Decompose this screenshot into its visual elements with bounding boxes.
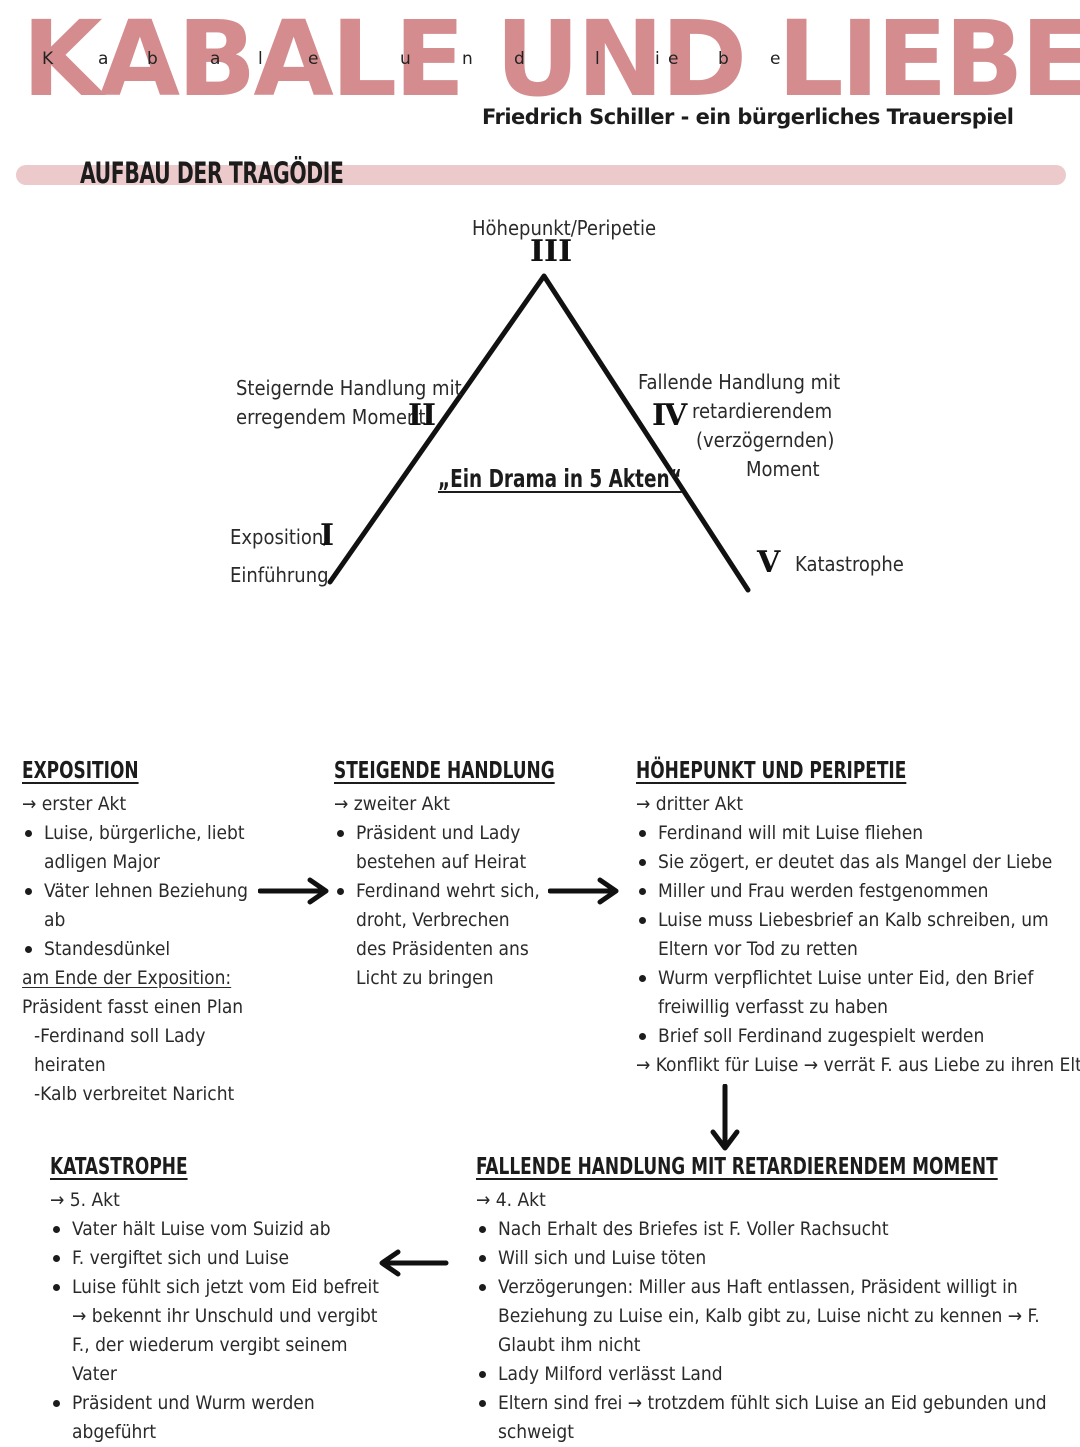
list-item: Nach Erhalt des Briefes ist F. Voller Ra… [476,1215,1066,1244]
spelled-letter: b [147,49,158,69]
catastrophe-act: → 5. Akt [50,1189,120,1211]
arrow-down-icon [710,1084,740,1151]
roman-numeral-5: V [757,545,781,580]
diagram-center-title: „Ein Drama in 5 Akten“ [438,464,682,493]
act2-label-line1: Steigernde Handlung mit [236,376,462,400]
spelled-letter: e [308,49,319,69]
exposition-sub-item: -Kalb verbreitet Naricht [34,1083,235,1105]
spelled-letter: K [42,49,54,69]
arrow-left-icon [379,1249,449,1277]
exposition-sub-item: -Ferdinand soll Lady heiraten [34,1025,206,1076]
arrow-right-icon [258,877,329,905]
list-item: Lady Milford verlässt Land [476,1360,1066,1389]
pyramid-line [327,273,751,593]
list-item: Brief soll Ferdinand zugespielt werden [636,1022,1064,1051]
spelled-letter: i [655,49,660,69]
list-item: Luise, bürgerliche, liebt adligen Major [22,819,272,877]
act4-label-line4: Moment [746,457,820,481]
exposition-plan: Präsident fasst einen Plan [22,996,244,1018]
list-item: Miller und Frau werden festgenommen [636,877,1064,906]
catastrophe-heading: KATASTROPHE [50,1154,188,1180]
act4-label-line2: retardierendem [692,399,833,423]
spelled-letter: d [514,49,525,69]
spelled-letter: e [668,49,679,69]
section-bar [16,165,1066,185]
spelled-letter: e [770,49,781,69]
exposition-block: EXPOSITION → erster Akt Luise, bürgerlic… [22,758,272,1109]
list-item: Eltern sind frei → trotzdem fühlt sich L… [476,1389,1066,1447]
page-title: KABALE UND LIEBE [22,0,1080,120]
act2-label-line2: erregendem Moment [236,405,426,429]
rising-action-heading: STEIGENDE HANDLUNG [334,758,555,784]
spelled-letter: b [718,49,729,69]
act4-label-line1: Fallende Handlung mit [638,370,841,394]
list-item: Will sich und Luise töten [476,1244,1066,1273]
list-item: Luise muss Liebesbrief an Kalb schreiben… [636,906,1064,964]
list-item: Standesdünkel [22,935,272,964]
list-item: Präsident und Wurm werden abgeführt [50,1389,380,1447]
climax-heading: HÖHEPUNKT UND PERIPETIE [636,758,907,784]
spelled-letter: l [258,49,263,69]
rising-action-act: → zweiter Akt [334,793,450,815]
roman-numeral-1: I [320,518,335,553]
arrow-right-icon [548,877,619,905]
list-item: Ferdinand wehrt sich, droht, Verbrechen … [334,877,544,993]
spelled-letter: a [210,49,221,69]
list-item: Ferdinand will mit Luise fliehen [636,819,1064,848]
falling-action-act: → 4. Akt [476,1189,546,1211]
falling-action-heading: FALLENDE HANDLUNG MIT RETARDIERENDEM MOM… [476,1154,998,1180]
climax-act: → dritter Akt [636,793,744,815]
pyramid-diagram [327,273,751,593]
exposition-act: → erster Akt [22,793,127,815]
section-title: AUFBAU DER TRAGÖDIE [80,156,344,190]
list-item: Wurm verpflichtet Luise unter Eid, den B… [636,964,1064,1022]
roman-numeral-4: IV [652,398,687,433]
spelled-letter: u [400,49,411,69]
list-item: Sie zögert, er deutet das als Mangel der… [636,848,1064,877]
list-item: Luise fühlt sich jetzt vom Eid befreit →… [50,1273,380,1389]
peak-label: Höhepunkt/Peripetie [472,216,657,240]
list-item: F. vergiftet sich und Luise [50,1244,380,1273]
exposition-end-label: am Ende der Exposition: [22,967,232,989]
roman-numeral-2: II [408,398,437,433]
rising-action-block: STEIGENDE HANDLUNG → zweiter Akt Präside… [334,758,555,993]
spelled-letter: a [98,49,109,69]
falling-action-block: FALLENDE HANDLUNG MIT RETARDIERENDEM MOM… [476,1154,1066,1447]
subtitle: Friedrich Schiller - ein bürgerliches Tr… [482,105,1014,129]
catastrophe-block: KATASTROPHE → 5. Akt Vater hält Luise vo… [50,1154,380,1447]
list-item: Väter lehnen Beziehung ab [22,877,272,935]
exposition-heading: EXPOSITION [22,758,139,784]
climax-conclusion: → Konflikt für Luise → verrät F. aus Lie… [636,1054,1080,1076]
act1-label-line2: Einführung [230,563,329,587]
act4-label-line3: (verzögernden) [696,428,835,452]
act5-label: Katastrophe [795,552,904,576]
list-item: Verzögerungen: Miller aus Haft entlassen… [476,1273,1066,1360]
spelled-letter: n [462,49,473,69]
climax-block: HÖHEPUNKT UND PERIPETIE → dritter Akt Fe… [636,758,1080,1080]
act1-label-line1: Exposition/ [230,525,330,549]
list-item: Vater hält Luise vom Suizid ab [50,1215,380,1244]
list-item: Präsident und Lady bestehen auf Heirat [334,819,544,877]
spelled-letter: l [595,49,600,69]
roman-numeral-3: III [530,234,573,269]
